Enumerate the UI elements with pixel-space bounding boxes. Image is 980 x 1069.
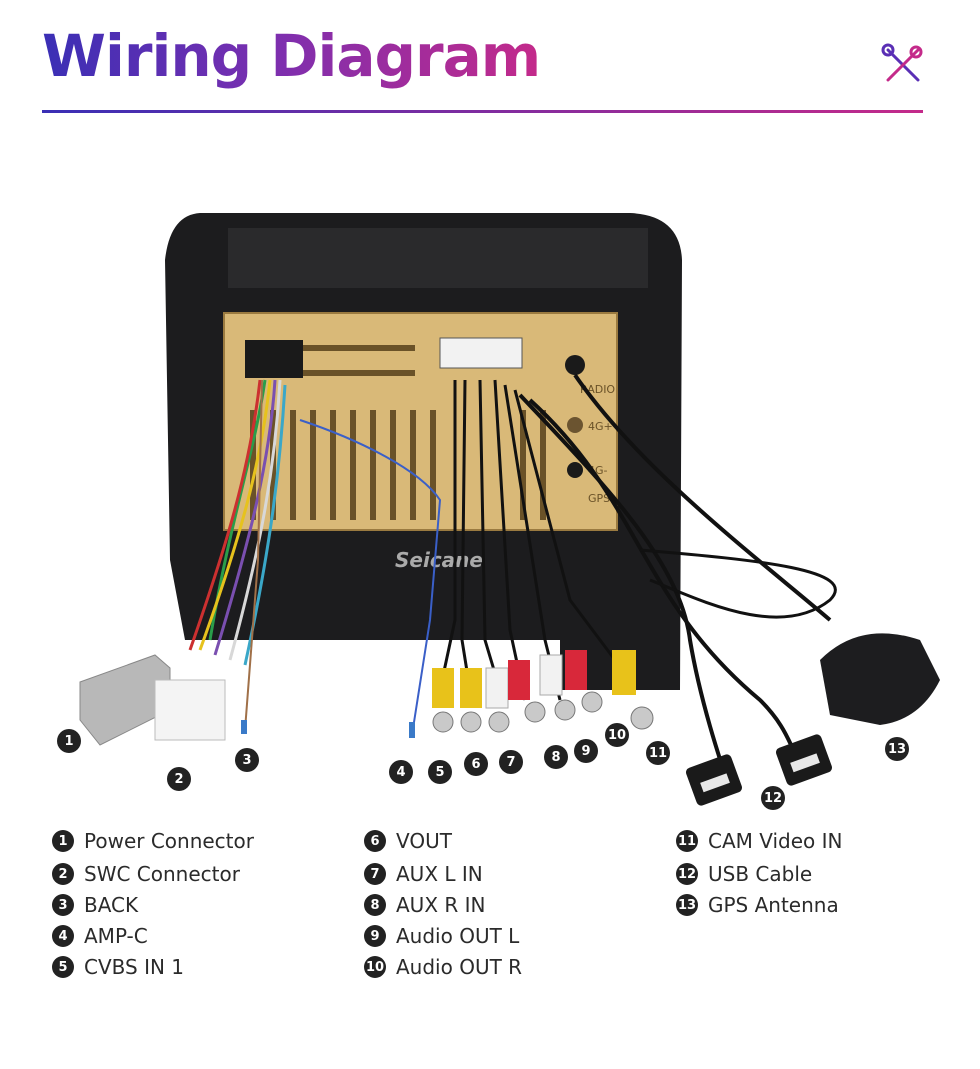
legend-item: 10 Audio OUT R [364, 955, 522, 979]
legend-item: 6 VOUT [364, 829, 452, 853]
legend-number: 6 [364, 830, 386, 852]
legend-item: 2 SWC Connector [52, 862, 240, 886]
legend-label: SWC Connector [84, 862, 240, 886]
rca-plugs [432, 650, 654, 733]
antenna-port-2 [567, 462, 583, 478]
radio-port [565, 355, 585, 375]
legend-item: 7 AUX L IN [364, 862, 483, 886]
legend-label: USB Cable [708, 862, 813, 886]
legend-label: CVBS IN 1 [84, 955, 185, 979]
legend-item: 4 AMP-C [52, 924, 148, 948]
legend-label: Audio OUT R [396, 955, 523, 979]
callout-10: 10 [605, 723, 629, 747]
legend-number: 7 [364, 863, 386, 885]
callout-2: 2 [167, 767, 191, 791]
brand-watermark: Seicane [395, 548, 483, 572]
legend-label: GPS Antenna [708, 893, 839, 917]
legend-label: VOUT [396, 829, 452, 853]
legend-label: AUX L IN [396, 862, 483, 886]
page-title: Wiring Diagram [42, 22, 541, 90]
wire-harness [188, 373, 837, 791]
callout-3: 3 [235, 748, 259, 772]
amp-wire-end [409, 722, 415, 738]
legend-label: AUX R IN [396, 893, 486, 917]
legend-label: Power Connector [84, 829, 254, 853]
legend-number: 5 [52, 956, 74, 978]
callout-9: 9 [574, 739, 598, 763]
connector-block [439, 337, 523, 369]
legend-label: AMP-C [84, 924, 148, 948]
legend-label: CAM Video IN [708, 829, 843, 853]
antenna-port-1 [567, 417, 583, 433]
legend-number: 4 [52, 925, 74, 947]
power-socket [245, 340, 303, 378]
legend-item: 1 Power Connector [52, 829, 254, 853]
label-4g-a: 4G+ [588, 420, 613, 433]
legend-label: Audio OUT L [396, 924, 520, 948]
legend-number: 13 [676, 894, 698, 916]
legend-item: 5 CVBS IN 1 [52, 955, 184, 979]
legend-label: BACK [84, 893, 139, 917]
legend-number: 3 [52, 894, 74, 916]
usb-connectors [686, 734, 832, 806]
tools-icon [881, 43, 923, 82]
frame-inner-top [228, 228, 648, 288]
back-wire-end [241, 720, 247, 734]
legend-item: 12 USB Cable [676, 862, 812, 886]
legend-number: 12 [676, 863, 698, 885]
legend-number: 10 [364, 956, 386, 978]
callout-1: 1 [57, 729, 81, 753]
swc-connector [154, 679, 226, 741]
callout-7: 7 [499, 750, 523, 774]
label-gps: GPS [588, 492, 610, 505]
legend-number: 9 [364, 925, 386, 947]
callout-4: 4 [389, 760, 413, 784]
legend-item: 8 AUX R IN [364, 893, 486, 917]
callout-12: 12 [761, 786, 785, 810]
callout-6: 6 [464, 752, 488, 776]
title-divider [42, 110, 923, 113]
callout-13: 13 [885, 737, 909, 761]
legend-item: 13 GPS Antenna [676, 893, 839, 917]
callout-11: 11 [646, 741, 670, 765]
legend-item: 3 BACK [52, 893, 138, 917]
gps-antenna [820, 633, 940, 725]
legend-item: 9 Audio OUT L [364, 924, 519, 948]
legend-number: 2 [52, 863, 74, 885]
legend-number: 11 [676, 830, 698, 852]
callout-5: 5 [428, 760, 452, 784]
legend-item: 11 CAM Video IN [676, 829, 843, 853]
legend-number: 1 [52, 830, 74, 852]
legend-number: 8 [364, 894, 386, 916]
callout-8: 8 [544, 745, 568, 769]
